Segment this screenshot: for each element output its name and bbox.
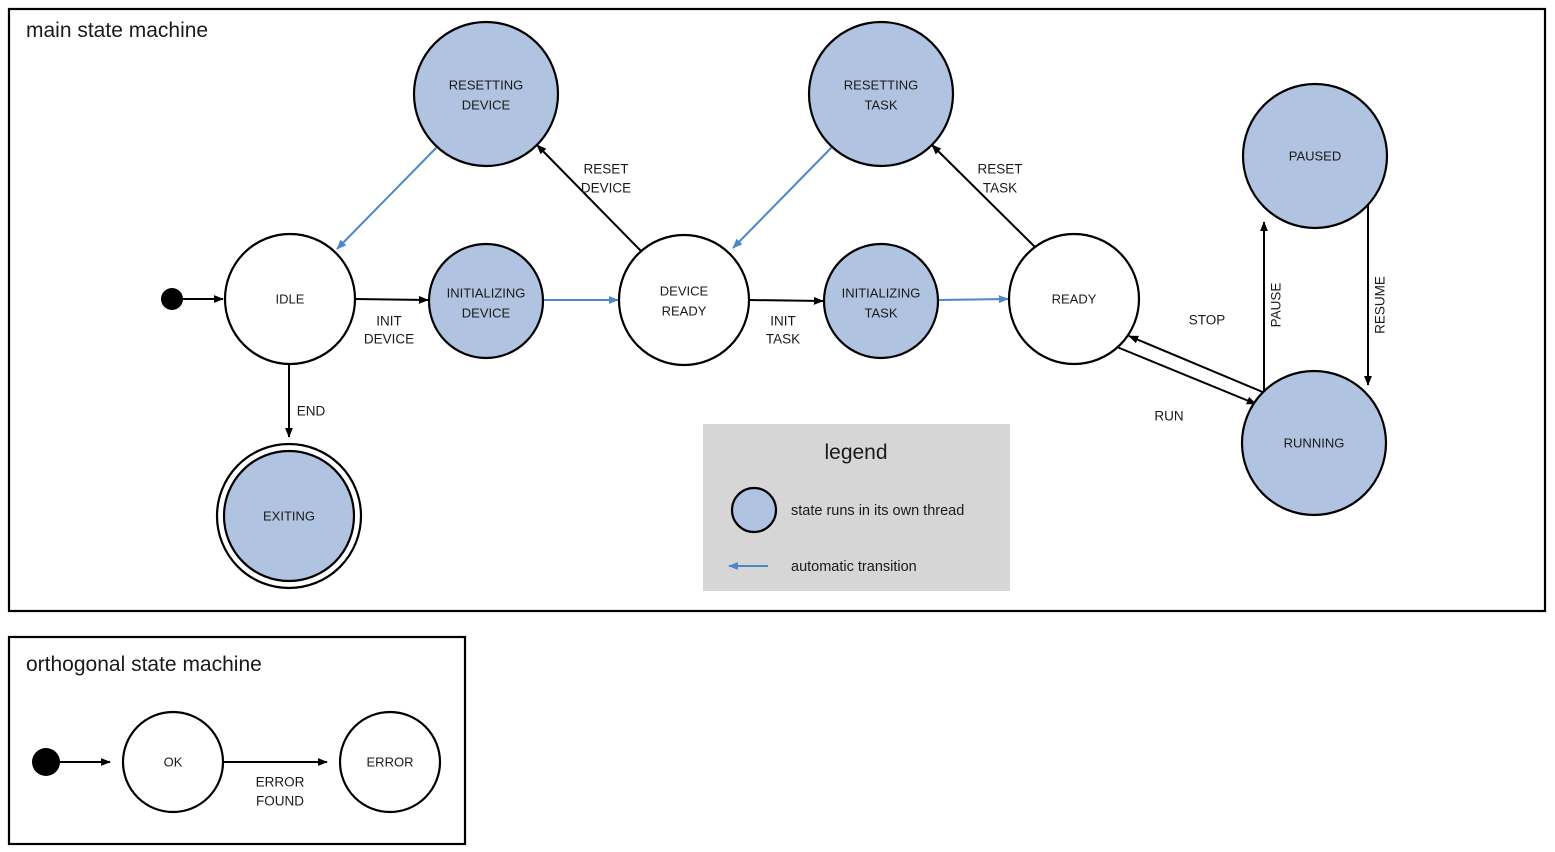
state-initializing-task-label-line1: INITIALIZING (842, 285, 921, 300)
state-paused[interactable]: PAUSED (1241, 82, 1389, 230)
legend-item-thread-state-label: state runs in its own thread (791, 503, 964, 519)
state-ok[interactable]: OK (121, 710, 225, 814)
edge-label-reset-task-line2: TASK (983, 181, 1017, 196)
state-running-label: RUNNING (1284, 435, 1345, 450)
transition-resume: RESUME (1364, 200, 1388, 386)
edge-label-error-found-line1: ERROR (256, 775, 305, 790)
legend-item-auto-transition-label: automatic transition (791, 559, 917, 575)
main-frame (7, 7, 1547, 613)
edge-label-resume: RESUME (1373, 276, 1388, 334)
state-resetting-device[interactable]: RESETTING DEVICE (412, 20, 560, 168)
legend-title: legend (824, 441, 887, 464)
edge-label-run: RUN (1154, 409, 1183, 424)
state-device-ready-label-line2: READY (662, 303, 707, 318)
state-device-ready[interactable]: DEVICE READY (617, 233, 751, 367)
state-resetting-task[interactable]: RESETTING TASK (807, 20, 955, 168)
state-ok-label: OK (164, 754, 183, 769)
state-idle-label: IDLE (276, 291, 305, 306)
state-resetting-device-label-line1: RESETTING (449, 77, 523, 92)
state-error[interactable]: ERROR (338, 710, 442, 814)
edge-label-stop: STOP (1189, 313, 1226, 328)
edge-label-reset-device-line2: DEVICE (581, 181, 631, 196)
edge-label-reset-task-line1: RESET (977, 162, 1022, 177)
transition-auto-reset-task (732, 146, 833, 249)
transition-auto-ready (937, 295, 1009, 304)
edge-label-pause: PAUSE (1269, 283, 1284, 328)
initial-state-dot (161, 288, 183, 310)
transition-end: END (285, 364, 326, 438)
state-paused-label: PAUSED (1289, 148, 1342, 163)
state-ready-label: READY (1052, 291, 1097, 306)
state-initializing-task-label-line2: TASK (865, 305, 898, 320)
state-running[interactable]: RUNNING (1240, 369, 1388, 517)
transition-init-task: INIT TASK (748, 296, 824, 347)
state-initializing-device[interactable]: INITIALIZING DEVICE (427, 242, 545, 360)
state-idle[interactable]: IDLE (223, 232, 357, 366)
edge-label-init-device-line1: INIT (376, 314, 402, 329)
state-initializing-device-label-line1: INITIALIZING (447, 285, 526, 300)
state-resetting-device-label-line2: DEVICE (462, 97, 511, 112)
state-initializing-task[interactable]: INITIALIZING TASK (822, 242, 940, 360)
orthogonal-title: orthogonal state machine (26, 653, 262, 676)
main-title: main state machine (26, 19, 208, 42)
state-exiting[interactable]: EXITING (215, 442, 363, 590)
transition-stop: STOP (1128, 313, 1266, 394)
state-device-ready-label-line1: DEVICE (660, 283, 709, 298)
transition-pause: PAUSE (1260, 221, 1284, 400)
state-exiting-label: EXITING (263, 508, 315, 523)
transition-reset-device: RESET DEVICE (536, 144, 642, 252)
transition-auto-reset-device (336, 146, 438, 250)
state-resetting-task-label-line2: TASK (865, 97, 898, 112)
state-resetting-task-label-line1: RESETTING (844, 77, 918, 92)
orthogonal-frame (7, 635, 467, 846)
transition-error-found: ERROR FOUND (223, 758, 328, 809)
edge-label-init-task-line2: TASK (766, 332, 800, 347)
edge-label-init-device-line2: DEVICE (364, 332, 414, 347)
edge-label-init-task-line1: INIT (770, 314, 796, 329)
transition-orthogonal-start-ok (32, 748, 111, 776)
state-error-label: ERROR (367, 754, 414, 769)
edge-label-reset-device-line1: RESET (583, 162, 628, 177)
transition-start-idle (161, 288, 224, 310)
legend-thread-state-icon (730, 486, 778, 534)
transition-run: RUN (1116, 346, 1257, 424)
orthogonal-initial-state-dot (32, 748, 60, 776)
transition-init-device: INIT DEVICE (354, 295, 429, 347)
state-initializing-device-label-line2: DEVICE (462, 305, 511, 320)
state-ready[interactable]: READY (1007, 232, 1141, 366)
legend: legend state runs in its own thread auto… (703, 424, 1010, 591)
edge-label-error-found-line2: FOUND (256, 794, 304, 809)
transition-reset-task: RESET TASK (931, 144, 1037, 249)
edge-label-end: END (297, 404, 326, 419)
